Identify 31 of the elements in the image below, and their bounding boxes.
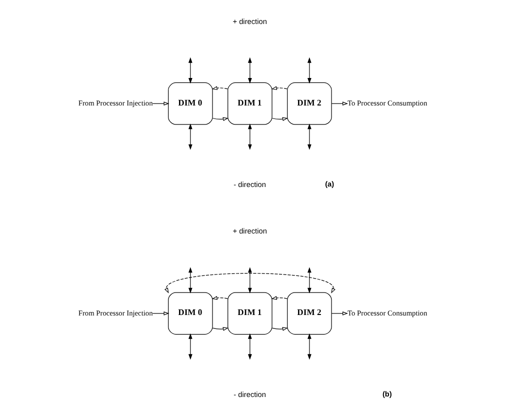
arrow [308,267,312,294]
arrow [164,273,336,294]
arrow [212,86,228,90]
node-box: DIM 1 [228,292,272,335]
arrow [188,57,192,84]
arrow [212,296,228,300]
node-box: DIM 2 [287,82,332,125]
arrow [152,102,170,106]
node-box: DIM 0 [168,292,213,335]
arrow [188,333,192,360]
arrow [308,333,312,360]
arrow [248,267,252,294]
node-box: DIM 2 [287,292,332,335]
arrow [331,102,348,106]
arrow [152,311,170,316]
arrow [271,86,288,90]
arrow [188,267,192,294]
arrow [331,311,348,316]
arrow [248,124,252,150]
arrow [308,57,312,84]
arrow [248,57,252,84]
arrow [248,333,252,360]
node-box: DIM 1 [228,82,272,125]
arrow [271,296,288,300]
arrow [308,124,312,150]
node-box: DIM 0 [168,82,213,125]
arrow [212,327,228,331]
arrow [212,117,228,121]
arrow [188,124,192,150]
arrow [272,327,288,331]
arrow [272,117,288,121]
